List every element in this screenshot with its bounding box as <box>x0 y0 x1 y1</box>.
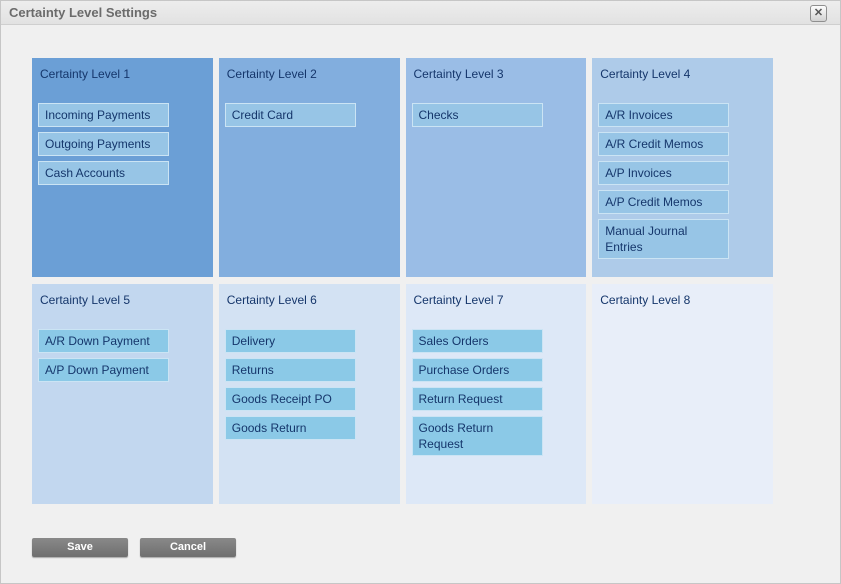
document-type-chip[interactable]: Goods Return <box>224 416 356 440</box>
document-type-chip[interactable]: Purchase Orders <box>411 358 543 382</box>
save-button[interactable]: Save <box>32 538 128 557</box>
close-icon: ✕ <box>813 7 824 19</box>
document-type-chip[interactable]: A/P Invoices <box>598 161 730 185</box>
cancel-button[interactable]: Cancel <box>140 538 236 557</box>
panel-title: Certainty Level 6 <box>226 293 317 307</box>
document-type-chip[interactable]: A/P Credit Memos <box>598 190 730 214</box>
document-type-chip[interactable]: Delivery <box>224 329 356 353</box>
document-type-chip[interactable]: Incoming Payments <box>38 103 169 127</box>
panel-title: Certainty Level 7 <box>413 293 504 307</box>
dialog-footer: Save Cancel <box>32 538 236 557</box>
panel-title: Certainty Level 1 <box>40 67 131 81</box>
document-type-chip[interactable]: Returns <box>224 358 356 382</box>
certainty-level-panel-8[interactable]: Certainty Level 8 <box>592 284 773 504</box>
document-type-chip[interactable]: Cash Accounts <box>38 161 169 185</box>
document-type-chip[interactable]: A/R Down Payment <box>38 329 169 353</box>
document-type-chip[interactable]: Manual Journal Entries <box>598 219 730 259</box>
panel-title: Certainty Level 5 <box>40 293 131 307</box>
document-type-chip[interactable]: Sales Orders <box>411 329 543 353</box>
document-type-chip[interactable]: Goods Return Request <box>411 416 543 456</box>
panel-title: Certainty Level 2 <box>226 67 317 81</box>
panel-title: Certainty Level 8 <box>600 293 691 307</box>
document-type-chip[interactable]: A/R Credit Memos <box>598 132 730 156</box>
panel-title: Certainty Level 4 <box>600 67 691 81</box>
dialog-title-bar: Certainty Level Settings <box>1 1 840 25</box>
document-type-list: Credit Card <box>224 103 394 127</box>
document-type-chip[interactable]: Checks <box>411 103 543 127</box>
dialog-title: Certainty Level Settings <box>9 5 158 20</box>
document-type-chip[interactable]: Goods Receipt PO <box>224 387 356 411</box>
document-type-list: Checks <box>411 103 581 127</box>
document-type-chip[interactable]: A/R Invoices <box>598 103 730 127</box>
document-type-chip[interactable]: Outgoing Payments <box>38 132 169 156</box>
certainty-level-panel-2[interactable]: Certainty Level 2 Credit Card <box>218 58 400 277</box>
certainty-level-panel-3[interactable]: Certainty Level 3 Checks <box>405 58 587 277</box>
panel-title: Certainty Level 3 <box>413 67 504 81</box>
close-button[interactable]: ✕ <box>810 5 827 22</box>
document-type-chip[interactable]: Return Request <box>411 387 543 411</box>
document-type-chip[interactable]: A/P Down Payment <box>38 358 169 382</box>
document-type-chip[interactable]: Credit Card <box>224 103 356 127</box>
